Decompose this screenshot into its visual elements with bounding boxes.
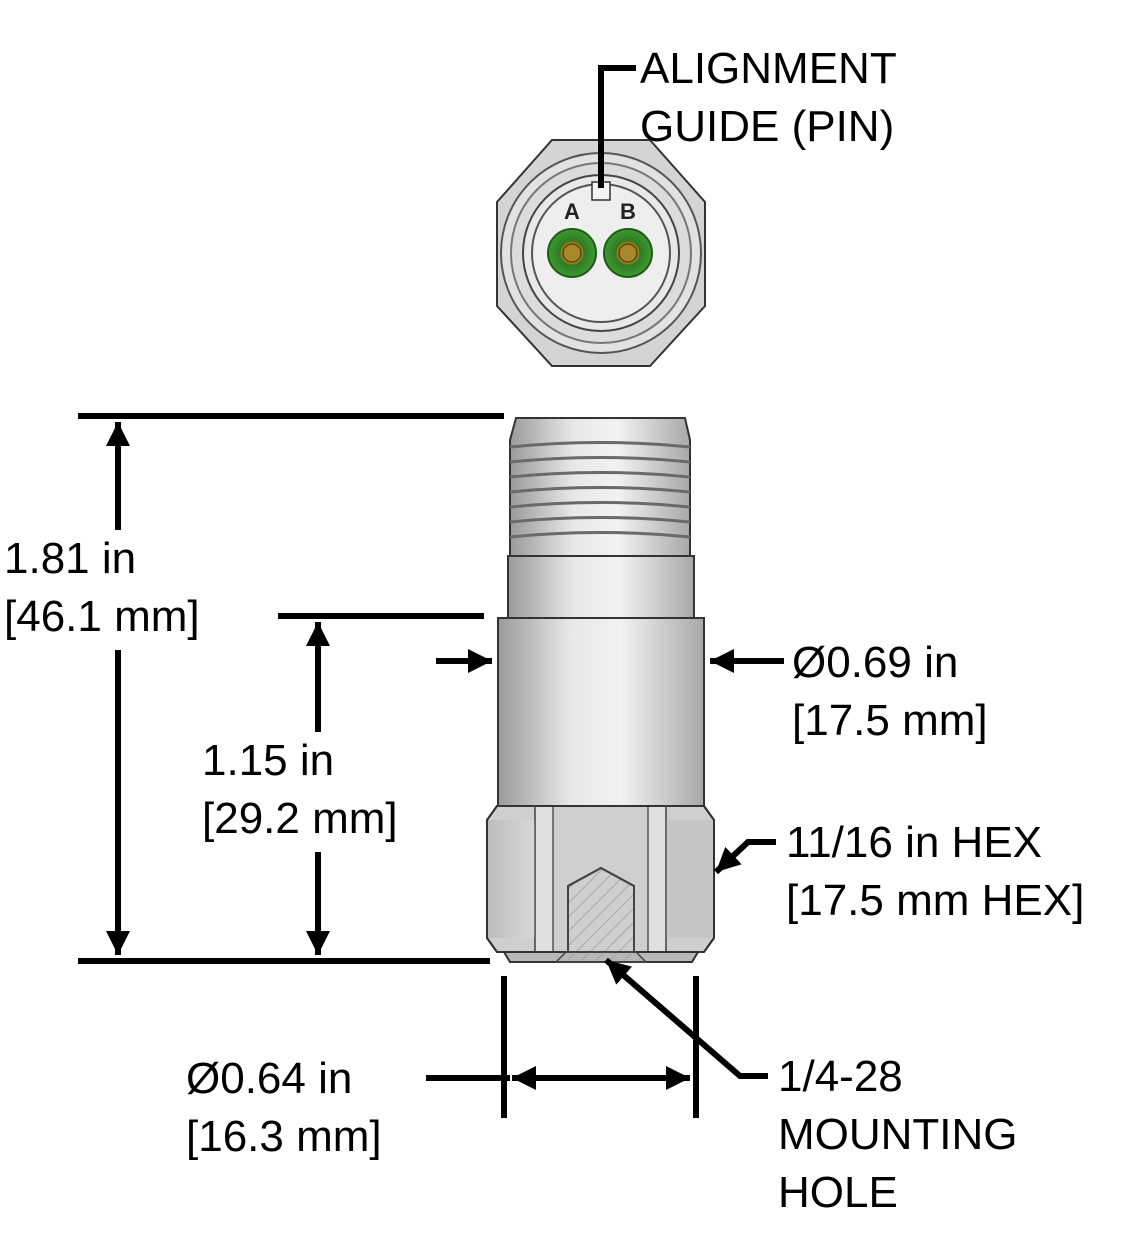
- pin-a-label: A: [564, 199, 580, 224]
- overall-height-imperial: 1.81 in: [4, 534, 137, 583]
- thread-lines: [509, 441, 691, 539]
- alignment-guide-line2: GUIDE (PIN): [640, 102, 895, 151]
- body-height-imperial: 1.15 in: [202, 736, 335, 785]
- mounting-hole-line2: MOUNTING: [778, 1110, 1018, 1159]
- mounting-hole-leader: [604, 957, 768, 1079]
- mounting-hole-label: 1/4-28 MOUNTING HOLE: [778, 1048, 1018, 1222]
- pin-a-contact: [562, 243, 582, 263]
- connector-end-view: [496, 65, 706, 367]
- body-diameter-metric: [17.5 mm]: [792, 696, 988, 745]
- base-diameter-imperial: Ø0.64 in: [186, 1054, 353, 1103]
- body-height-metric: [29.2 mm]: [202, 794, 398, 843]
- hex-size-label: 11/16 in HEX [17.5 mm HEX]: [786, 814, 1084, 930]
- hex-leader: [713, 839, 776, 875]
- hex-size-imperial: 11/16 in HEX: [786, 818, 1043, 867]
- body-height-label: 1.15 in [29.2 mm]: [202, 732, 398, 848]
- body-diameter-imperial: Ø0.69 in: [792, 638, 959, 687]
- alignment-guide-label: ALIGNMENT GUIDE (PIN): [640, 40, 897, 156]
- mounting-hole-line1: 1/4-28: [778, 1052, 903, 1101]
- overall-height-metric: [46.1 mm]: [4, 592, 200, 641]
- dimension-lines: [78, 413, 784, 1118]
- body-diameter-label: Ø0.69 in [17.5 mm]: [792, 634, 988, 750]
- pin-b-label: B: [620, 199, 636, 224]
- hex-size-metric: [17.5 mm HEX]: [786, 876, 1085, 925]
- pin-b-contact: [618, 243, 638, 263]
- overall-height-label: 1.81 in [46.1 mm]: [4, 530, 200, 646]
- connector-neck: [507, 555, 695, 619]
- alignment-guide-leader: [598, 65, 636, 188]
- base-diameter-label: Ø0.64 in [16.3 mm]: [186, 1050, 382, 1166]
- mounting-hole-line3: HOLE: [778, 1168, 898, 1217]
- alignment-guide-line1: ALIGNMENT: [640, 44, 897, 93]
- sensor-side-view: [486, 417, 715, 963]
- sensor-body: [497, 617, 705, 807]
- base-diameter-metric: [16.3 mm]: [186, 1112, 382, 1161]
